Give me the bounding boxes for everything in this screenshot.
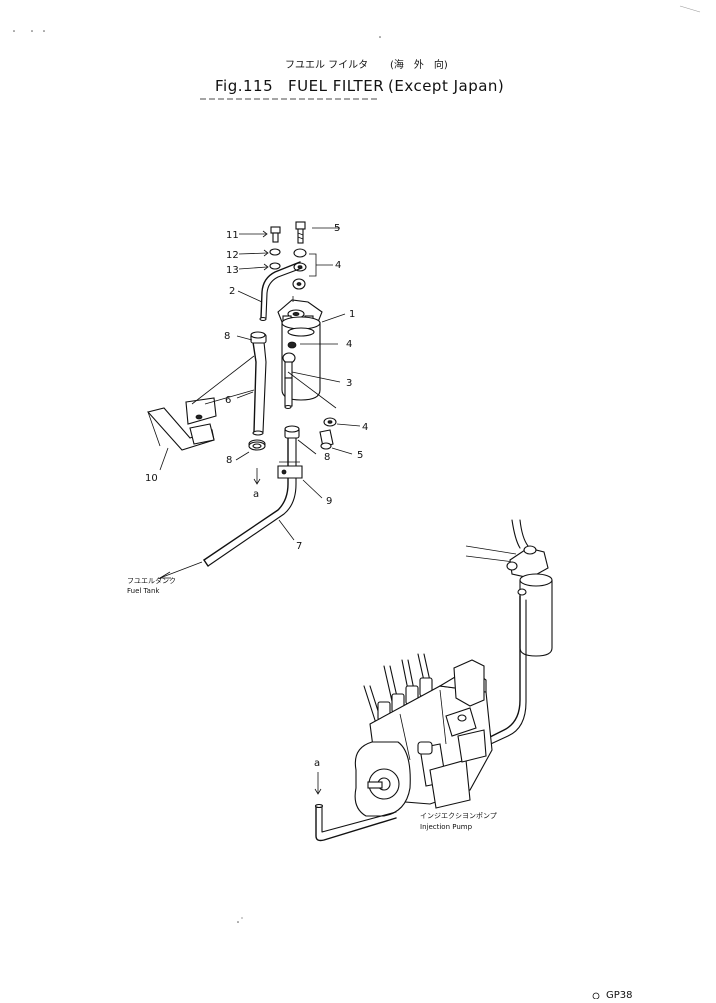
tube-2-shape-edge [265, 267, 303, 319]
injection-pump-shape [354, 653, 493, 817]
callout-8-pipe: 8 [324, 452, 330, 463]
callout-leaders [159, 227, 361, 541]
connection-a-upper [253, 468, 261, 485]
callout-10: 10 [145, 473, 158, 484]
pipe-7-shape [203, 429, 298, 567]
title-jp-label: フユエル フイルタ [285, 59, 368, 71]
callout-12: 12 [226, 250, 239, 261]
connection-a-lower [314, 772, 322, 795]
fuel-tank-reference: フユエルタンク Fuel Tank [127, 561, 203, 595]
connection-label-a-lower: a [314, 758, 320, 769]
bolt-5-top-shape [295, 221, 306, 244]
washer-13-shape [269, 262, 281, 270]
callout-5-top: 5 [334, 223, 340, 234]
diagram-region: (Except Japan) [388, 77, 504, 95]
injection-pump-jp-label: インジエクシヨンポンプ [420, 812, 497, 820]
bracket-leader-1 [191, 355, 255, 405]
callout-1: 1 [349, 309, 355, 320]
callout-3: 3 [346, 378, 352, 389]
tube-2-shape [260, 261, 301, 319]
title-block: フユエル フイルタ (海 外 向) Fig.115 FUEL FILTER (E… [200, 58, 504, 100]
callout-7: 7 [296, 541, 302, 552]
bracket-10-shape [146, 397, 217, 451]
callout-6: 6 [225, 395, 231, 406]
clamp-8-left-shape [248, 439, 266, 451]
installed-view: a インジエクシヨンポンプ Injection Pump [314, 519, 553, 842]
figure-number: Fig.115 [215, 77, 273, 95]
clamp-8-pipe-shape [284, 425, 300, 439]
callout-8-left: 8 [226, 455, 232, 466]
eye-fitting-shape [292, 278, 306, 290]
filter-assembly-exploded: 11 5 12 13 4 2 1 8 4 3 6 4 8 5 8 10 9 7 … [145, 221, 368, 567]
page-code-block: GP38 [592, 990, 633, 1001]
callout-13: 13 [226, 265, 239, 276]
installed-filter-shape [465, 519, 553, 657]
leader-bolt-to-washer [287, 371, 337, 409]
fuel-tank-jp-label: フユエルタンク [127, 576, 176, 585]
callout-5-lower: 5 [357, 450, 363, 461]
installed-inlet-line [314, 803, 397, 842]
drain-bolt-3-shape [282, 352, 296, 410]
bracket-leader-2 [204, 389, 255, 405]
connection-label-a-upper: a [253, 489, 259, 500]
clip-9-shape [277, 461, 303, 479]
plug-5-lower-shape [319, 429, 334, 450]
callout-11: 11 [226, 230, 239, 241]
callout-9: 9 [326, 496, 332, 507]
tube-6-shape [250, 331, 267, 436]
callout-2: 2 [229, 286, 235, 297]
callout-4-upper: 4 [335, 260, 341, 271]
washer-4-upper-a [293, 248, 307, 258]
callout-8-upper: 8 [224, 331, 230, 342]
injection-pump-en-label: Injection Pump [420, 823, 473, 831]
callout-4-mid: 4 [346, 339, 352, 350]
scan-specks [13, 5, 701, 923]
callout-4-lower: 4 [362, 422, 368, 433]
installed-line-filter-pump [479, 595, 521, 743]
washer-4-lower-shape [323, 417, 337, 427]
washer-12-shape [269, 248, 281, 256]
diagram-title: FUEL FILTER [288, 77, 384, 95]
page-code: GP38 [606, 990, 633, 999]
installed-line-filter-pump-edge [481, 599, 527, 749]
bolt-11-shape [270, 226, 281, 243]
title-jp-region: (海 外 向) [390, 58, 448, 71]
fuel-tank-en-label: Fuel Tank [127, 587, 160, 595]
